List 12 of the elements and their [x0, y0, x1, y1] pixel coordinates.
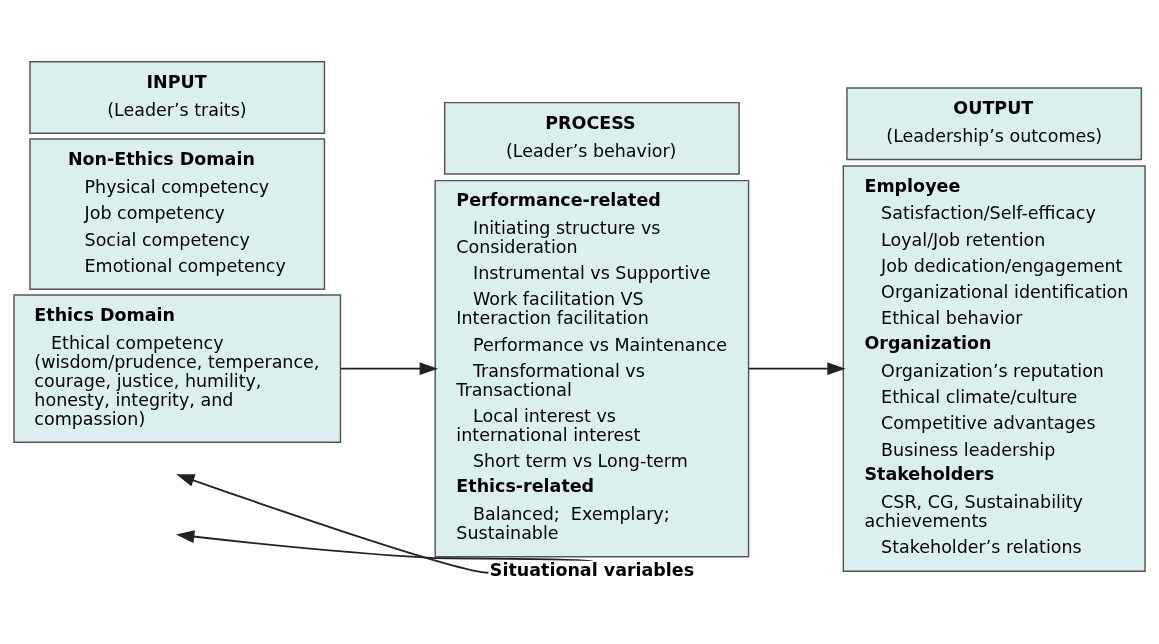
node-box: Ethics Domain Ethical competency (wisdom/prudence, temperance, courage, justice, humility, honesty, integrity, and compassion) [13, 294, 342, 443]
node-box: Performance-related Initiating structure vs Consideration Instrumental vs Supportive Work facilitation VS Interaction facilitation Performance vs Maintenance Transformational vs Transactional Local interest vs international interest Short term vs Long-term Ethics-related Balanced; Exemplary; Sustainable [434, 179, 750, 558]
node-box: Non-Ethics Domain Physical competency Job competency Social competency Emotional competency [29, 138, 326, 290]
arrow [176, 474, 490, 574]
node-text: Situational variables [489, 559, 695, 580]
node-box: PROCESS (Leader’s behavior) [443, 101, 740, 175]
node-box: INPUT (Leader’s traits) [29, 61, 326, 134]
arrow [747, 362, 846, 376]
node-box: OUTPUT (Leadership’s outcomes) [846, 87, 1143, 161]
arrow [339, 362, 439, 376]
arrow [175, 530, 593, 562]
node-box: Employee Satisfaction/Self-efficacy Loyal/Job retention Job dedication/engagement Organizational identification Ethical behavior Organization Organization’s reputation Ethical climate/culture Competitive advantages Business leadership Stakeholders CSR, CG, Sustainability achievements Stakeholder’s relations [842, 165, 1146, 572]
